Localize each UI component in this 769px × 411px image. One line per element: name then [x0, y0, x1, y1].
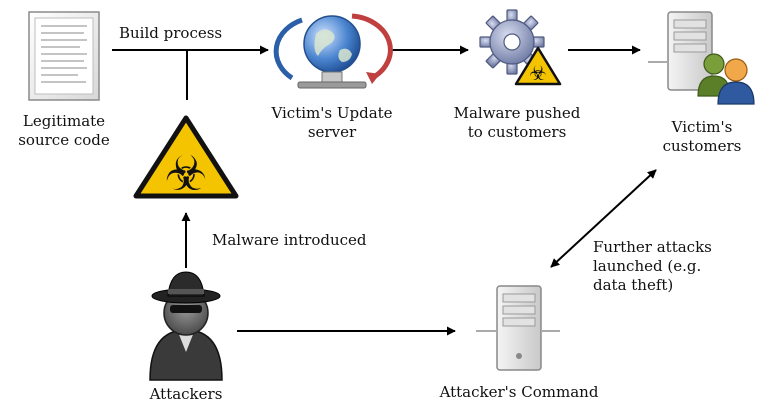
- server-users-icon: [648, 11, 755, 105]
- customers-label-line-2: customers: [662, 137, 742, 155]
- malware-pushed-label-line-1: Malware pushed: [453, 104, 581, 122]
- further-attacks-label-line-2: launched (e.g.: [593, 257, 702, 275]
- attackers-command-label: Attacker's Command: [439, 383, 599, 401]
- gear-biohazard-icon: ☣: [479, 9, 562, 86]
- further-attacks-label-line-1: Further attacks: [593, 238, 712, 256]
- customers-label: Victim's customers: [647, 118, 757, 156]
- attackers-label: Attackers: [149, 385, 223, 403]
- malware-pushed-label-line-2: to customers: [467, 123, 567, 141]
- biohazard-warning-icon: ☣: [133, 115, 239, 202]
- source-code-label-line-2: source code: [18, 131, 110, 149]
- update-server-label-line-2: server: [307, 123, 357, 141]
- update-server-label: Victim's Update server: [267, 104, 397, 142]
- edge-further-attacks: [550, 169, 657, 268]
- hat-man-icon: [149, 271, 223, 381]
- edge-build-process: [112, 45, 269, 100]
- svg-text:☣: ☣: [164, 146, 207, 202]
- source-code-label-line-1: Legitimate: [22, 112, 106, 130]
- further-attacks-label: Further attacks launched (e.g. data thef…: [593, 238, 712, 295]
- further-attacks-label-line-3: data theft): [593, 276, 674, 294]
- malware-pushed-label: Malware pushed to customers: [452, 104, 582, 142]
- server-icon: [476, 285, 560, 371]
- customers-label-line-1: Victim's: [671, 118, 733, 136]
- globe-update-icon: [273, 13, 393, 89]
- update-server-label-line-1: Victim's Update: [271, 104, 393, 122]
- document-icon: [28, 11, 100, 101]
- malware-introduced-label: Malware introduced: [212, 231, 367, 249]
- source-code-label: Legitimate source code: [4, 112, 124, 150]
- svg-text:☣: ☣: [529, 61, 547, 85]
- build-process-label: Build process: [119, 24, 223, 42]
